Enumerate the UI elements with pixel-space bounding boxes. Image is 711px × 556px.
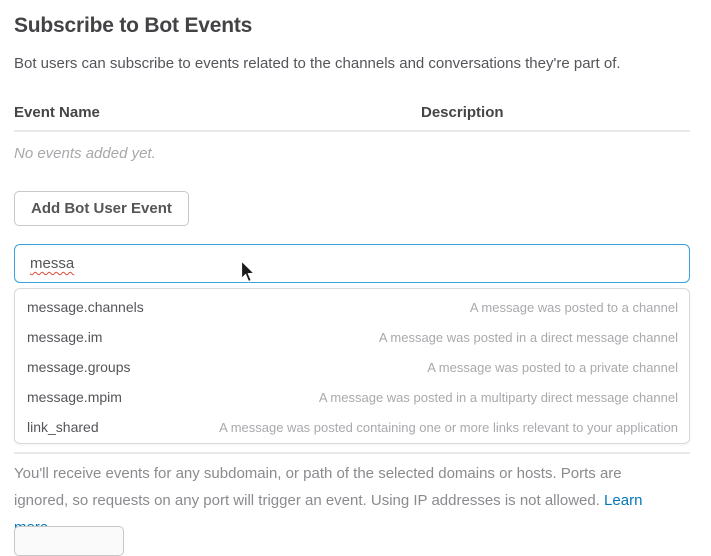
event-description: A message was posted in a direct message… bbox=[378, 329, 678, 345]
event-search-input[interactable]: messa bbox=[14, 244, 690, 283]
event-description: A message was posted to a channel bbox=[469, 299, 678, 315]
dropdown-item-message-im[interactable]: message.im A message was posted in a dir… bbox=[15, 322, 689, 352]
footer-help-text-body: You'll receive events for any subdomain,… bbox=[14, 465, 622, 509]
event-description: A message was posted to a private channe… bbox=[427, 359, 678, 375]
dropdown-item-link-shared[interactable]: link_shared A message was posted contain… bbox=[15, 412, 689, 442]
event-name: message.im bbox=[27, 329, 103, 345]
dropdown-item-message-groups[interactable]: message.groups A message was posted to a… bbox=[15, 352, 689, 382]
empty-table-message: No events added yet. bbox=[14, 145, 156, 162]
dropdown-item-message-mpim[interactable]: message.mpim A message was posted in a m… bbox=[15, 382, 689, 412]
page-title: Subscribe to Bot Events bbox=[14, 14, 253, 37]
event-suggestions-dropdown: message.channels A message was posted to… bbox=[14, 288, 690, 444]
event-name: message.mpim bbox=[27, 389, 122, 405]
section-divider bbox=[14, 452, 690, 454]
table-header-divider bbox=[14, 130, 690, 132]
add-bot-user-event-button[interactable]: Add Bot User Event bbox=[14, 191, 189, 226]
partial-bottom-button[interactable] bbox=[14, 526, 124, 556]
column-header-event-name: Event Name bbox=[14, 104, 100, 121]
column-header-description: Description bbox=[421, 104, 504, 121]
event-search-input-value: messa bbox=[30, 255, 75, 272]
page-subtitle: Bot users can subscribe to events relate… bbox=[14, 55, 621, 72]
event-name: link_shared bbox=[27, 419, 99, 435]
event-name: message.channels bbox=[27, 299, 144, 315]
event-description: A message was posted containing one or m… bbox=[219, 419, 678, 435]
dropdown-item-message-channels[interactable]: message.channels A message was posted to… bbox=[15, 292, 689, 322]
event-name: message.groups bbox=[27, 359, 131, 375]
event-description: A message was posted in a multiparty dir… bbox=[318, 389, 678, 405]
